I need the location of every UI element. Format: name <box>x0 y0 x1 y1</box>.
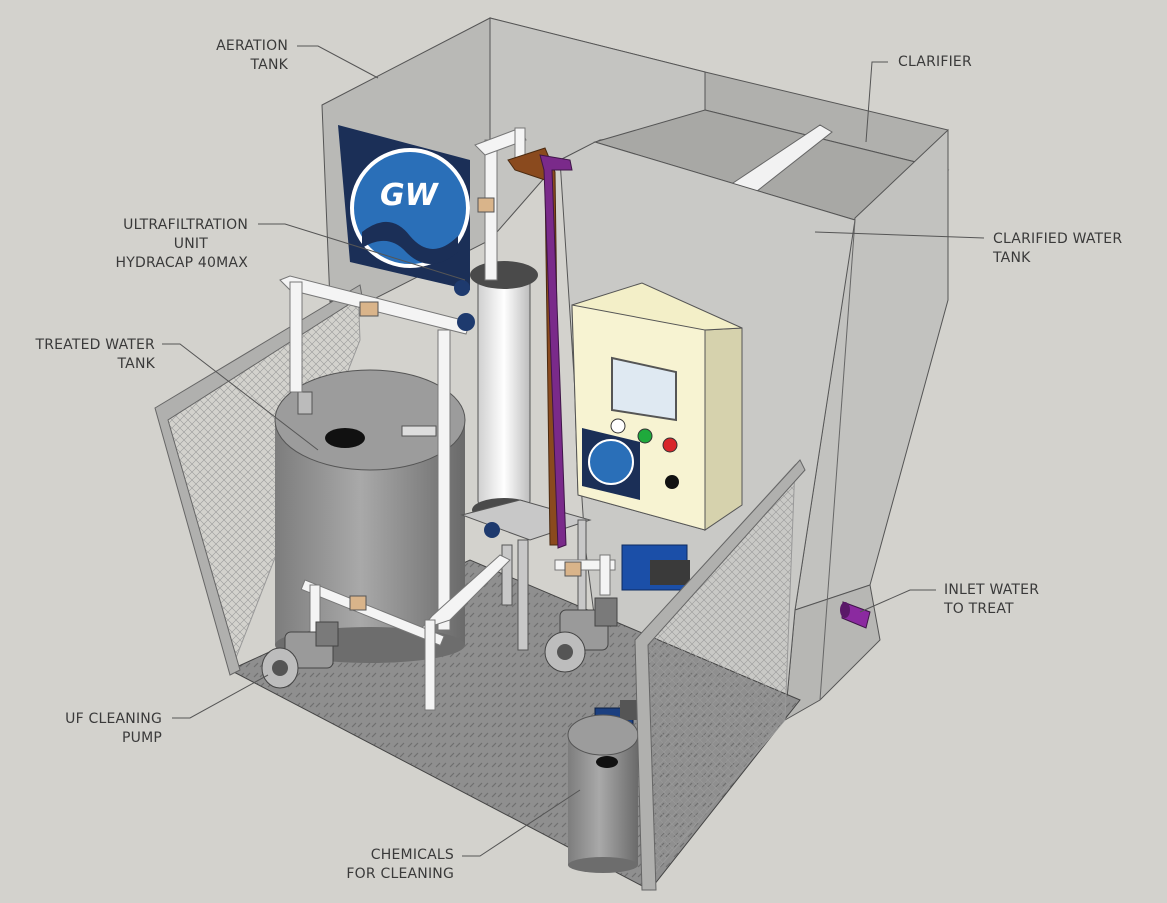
cage-right-frame <box>634 459 806 891</box>
cage-left-frame <box>154 284 363 676</box>
label-line: TREATED WATER <box>35 337 155 353</box>
uf-frame-leg <box>501 544 513 606</box>
label-chemicals-for-cleaning: CHEMICALS FOR CLEANING <box>300 846 454 884</box>
label-line: TANK <box>993 250 1031 266</box>
indicator-green <box>637 428 653 444</box>
label-line: INLET WATER <box>944 582 1040 598</box>
label-line: UF CLEANING <box>65 711 162 727</box>
logo-wave <box>362 221 458 264</box>
label-line: PUMP <box>121 730 162 746</box>
valve <box>564 561 582 577</box>
label-line: ULTRAFILTRATION <box>123 217 248 233</box>
control-panel-logo-circle <box>588 439 634 485</box>
control-panel-side <box>704 327 743 531</box>
label-line: CLARIFIED WATER <box>993 231 1123 247</box>
indicator-white <box>610 418 626 434</box>
valve <box>349 595 367 611</box>
label-ultrafiltration-unit: ULTRAFILTRATION UNIT HYDRACAP 40MAX <box>60 216 248 273</box>
label-inlet-water: INLET WATER TO TREAT <box>944 581 1039 619</box>
valve-blue <box>457 313 475 331</box>
uf-cleaning-pump <box>261 621 339 689</box>
label-line: TO TREAT <box>944 601 1014 617</box>
control-knob <box>665 475 679 489</box>
uf-membrane <box>477 279 531 506</box>
valve <box>359 301 379 317</box>
inlet-pipe-end <box>840 602 850 618</box>
logo-text: GW <box>380 178 440 213</box>
label-aeration-tank: AERATION TANK <box>150 37 288 75</box>
tank-outlet-pipe <box>401 425 437 437</box>
label-clarifier: CLARIFIER <box>898 53 972 72</box>
label-clarified-water-tank: CLARIFIED WATER TANK <box>993 230 1122 268</box>
label-line: TANK <box>117 356 155 372</box>
label-line: AERATION <box>216 38 288 54</box>
chemicals-tank-opening <box>596 756 618 768</box>
uf-top-cap <box>470 261 538 289</box>
uf-frame-leg <box>517 539 529 651</box>
tank-manhole <box>325 428 365 448</box>
leader-lines <box>162 45 985 857</box>
label-line: CHEMICALS <box>370 847 454 863</box>
blue-motor-cover <box>650 560 690 585</box>
label-line: FOR CLEANING <box>346 866 454 882</box>
label-line: HYDRACAP 40MAX <box>115 255 248 271</box>
label-uf-cleaning-pump: UF CLEANING PUMP <box>30 710 162 748</box>
purple-pipe <box>539 154 573 549</box>
second-pump <box>544 597 618 673</box>
valve-blue <box>484 522 500 538</box>
chemicals-tank-top <box>567 714 639 756</box>
label-line: CLARIFIER <box>898 54 972 70</box>
control-panel-screen <box>611 356 677 422</box>
treated-water-tank-top <box>274 369 466 471</box>
tank-vent <box>297 391 313 415</box>
label-treated-water-tank: TREATED WATER TANK <box>10 336 155 374</box>
label-line: UNIT <box>173 236 208 252</box>
valve <box>477 197 495 213</box>
indicator-red <box>662 437 678 453</box>
valve-blue <box>454 280 470 296</box>
chemicals-tank-bottom <box>568 857 638 873</box>
label-line: TANK <box>250 57 288 73</box>
valves <box>349 197 582 611</box>
wall-edge <box>819 219 856 701</box>
